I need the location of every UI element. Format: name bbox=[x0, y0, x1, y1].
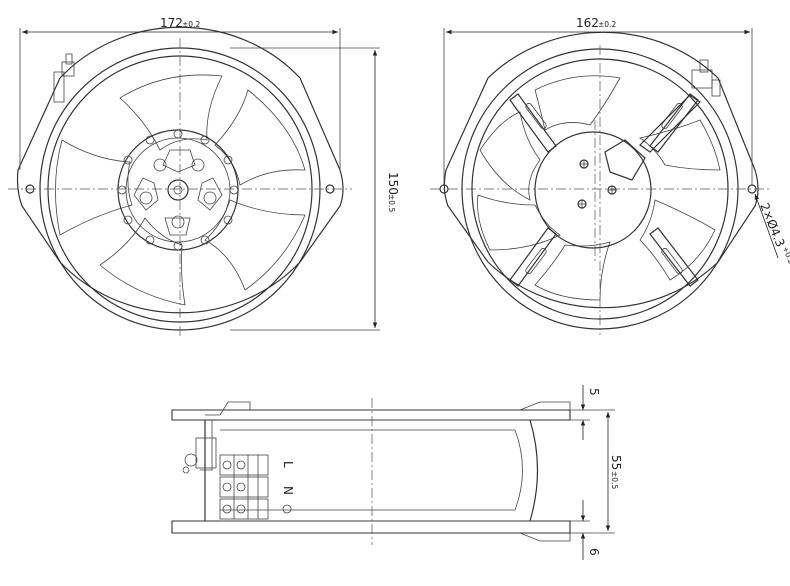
side-bottom-flange bbox=[171, 520, 571, 534]
side-top-flange-dim: 5 bbox=[587, 388, 601, 396]
front-hub-holes bbox=[117, 129, 239, 251]
back-motor-cover bbox=[534, 131, 652, 249]
back-terminal-box bbox=[604, 139, 646, 181]
side-top-flange bbox=[171, 409, 571, 421]
back-cable-channel bbox=[639, 94, 701, 153]
side-body bbox=[204, 419, 539, 522]
side-bottom-flange-dim: 6 bbox=[587, 548, 601, 556]
side-terminal-bracket bbox=[195, 401, 251, 471]
terminal-N-label: N bbox=[281, 486, 295, 495]
back-struts bbox=[509, 93, 699, 287]
back-terminal-post bbox=[691, 59, 721, 97]
side-terminal-blocks bbox=[182, 453, 292, 520]
front-shaft bbox=[167, 179, 189, 201]
front-width-tol: ±0.2 bbox=[182, 20, 200, 29]
back-width-tol: ±0.2 bbox=[598, 20, 616, 29]
front-terminal-post bbox=[53, 53, 75, 103]
back-view: 162 ±0.2 2×Ø4.3 +0.2 bbox=[430, 16, 790, 335]
front-height-tol: ±0.5 bbox=[387, 194, 396, 212]
side-depth-tol: ±0.5 bbox=[610, 471, 619, 489]
front-height-dim: 150 bbox=[386, 172, 400, 195]
back-width-dim: 162 bbox=[576, 16, 599, 30]
terminal-L-label: L bbox=[281, 461, 295, 468]
front-view: 172 ±0.2 150 ±0.5 bbox=[8, 16, 400, 338]
front-width-dim: 172 bbox=[160, 16, 183, 30]
front-blades bbox=[55, 74, 306, 306]
side-depth-dim: 55 bbox=[609, 455, 623, 470]
back-hole-tol: +0.2 bbox=[781, 245, 790, 265]
back-hole-dim: 2×Ø4.3 bbox=[757, 201, 787, 249]
back-blades bbox=[477, 75, 721, 301]
side-view: L N 5 55 ±0.5 6 bbox=[171, 385, 623, 560]
